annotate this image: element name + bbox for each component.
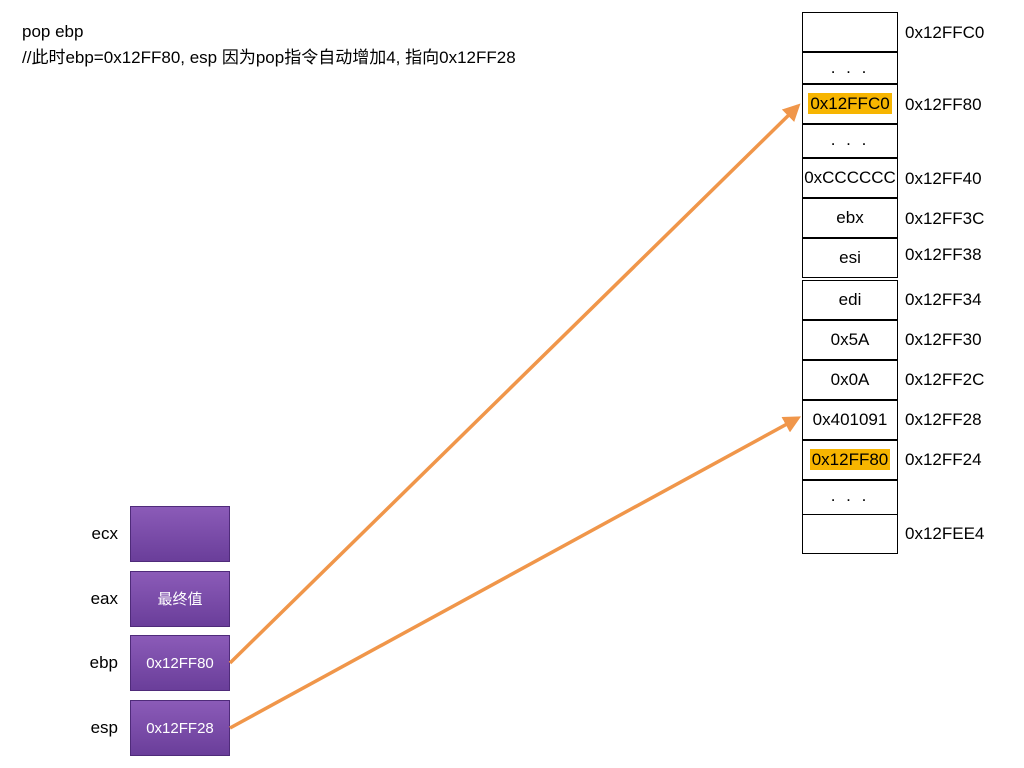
stack-address: 0x12FF30 xyxy=(905,330,982,349)
esp-pointer-arrow xyxy=(229,416,802,730)
stack-cell: 0x5A xyxy=(802,320,898,360)
stack-cell-value: 0x12FFC0 xyxy=(808,93,892,114)
register-box-ecx xyxy=(130,506,230,562)
stack-cell: esi xyxy=(802,238,898,278)
register-label-ebp: ebp xyxy=(89,653,118,672)
stack-address: 0x12FEE4 xyxy=(905,524,985,543)
stack-cell xyxy=(802,514,898,554)
stack-cell: 0x0A xyxy=(802,360,898,400)
stack-address: 0x12FF80 xyxy=(905,95,982,114)
register-box-esp: 0x12FF28 xyxy=(130,700,230,756)
stack-address: 0x12FF40 xyxy=(905,169,982,188)
stack-cell-value: 0x5A xyxy=(830,330,870,349)
stack-cell-ellipsis: . . . xyxy=(802,52,898,84)
stack-address: 0x12FF3C xyxy=(905,209,985,228)
stack-cell-value: 0xCCCCCC xyxy=(804,168,896,187)
stack-cell-value: 0x0A xyxy=(830,370,870,389)
code-line-comment: //此时ebp=0x12FF80, esp 因为pop指令自动增加4, 指向0x… xyxy=(22,48,516,67)
stack-address: 0x12FF34 xyxy=(905,290,982,309)
stack-address: 0x12FF2C xyxy=(905,370,985,389)
stack-cell-value: ebx xyxy=(836,208,864,227)
stack-cell-value: 0x12FF80 xyxy=(809,449,891,470)
stack-address: 0x12FF38 xyxy=(905,245,982,264)
register-box-eax: 最终值 xyxy=(130,571,230,627)
stack-address: 0x12FF24 xyxy=(905,450,982,469)
stack-cell: 0x401091 xyxy=(802,400,898,440)
stack-cell-value: . . . xyxy=(830,486,870,505)
stack-cell: 0xCCCCCC xyxy=(802,158,898,198)
stack-cell-ellipsis: . . . xyxy=(802,480,898,516)
stack-cell-value: esi xyxy=(839,248,861,267)
stack-cell-value: edi xyxy=(838,290,862,309)
code-line-instruction: pop ebp xyxy=(22,22,84,41)
register-box-ebp: 0x12FF80 xyxy=(130,635,230,691)
register-label-eax: eax xyxy=(90,589,118,608)
stack-cell-value: 0x401091 xyxy=(812,410,888,429)
register-label-esp: esp xyxy=(90,718,118,737)
stack-address: 0x12FF28 xyxy=(905,410,982,429)
stack-cell-highlighted: 0x12FFC0 xyxy=(802,84,898,124)
stack-cell-ellipsis: . . . xyxy=(802,124,898,158)
stack-cell-value: . . . xyxy=(830,130,870,149)
stack-cell-highlighted: 0x12FF80 xyxy=(802,440,898,480)
register-label-ecx: ecx xyxy=(91,524,118,543)
stack-address: 0x12FFC0 xyxy=(905,23,985,42)
stack-cell xyxy=(802,12,898,52)
stack-cell-value: . . . xyxy=(830,58,870,77)
ebp-pointer-arrow xyxy=(228,103,801,665)
stack-cell: ebx xyxy=(802,198,898,238)
stack-cell: edi xyxy=(802,280,898,320)
